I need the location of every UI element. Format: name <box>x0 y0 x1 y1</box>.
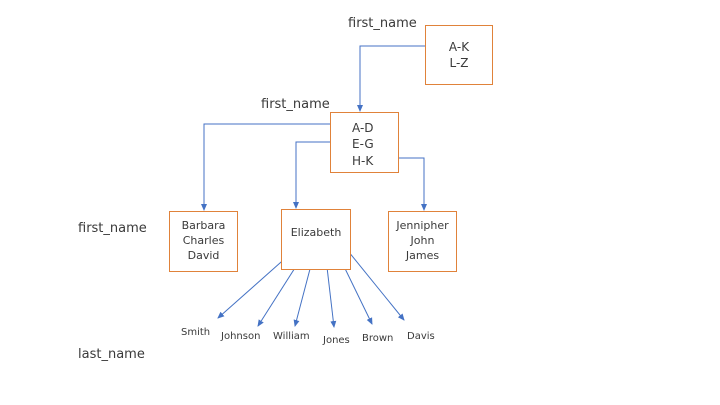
arrow-to-davis <box>343 245 405 321</box>
last-name-item: William <box>273 331 310 342</box>
leaf-value: Jennipher <box>396 219 449 233</box>
branch-key: H-K <box>352 153 374 168</box>
arrow-a-d-to-leaf <box>201 123 350 211</box>
last-name-item: Johnson <box>221 331 261 342</box>
branch-level-label: first_name <box>261 97 330 112</box>
last-name-item: Brown <box>362 333 394 344</box>
root-key: A-K <box>448 39 470 54</box>
leaf-value: Elizabeth <box>290 226 342 239</box>
leaf-value: Charles <box>182 234 225 248</box>
last-name-item: Jones <box>323 335 350 346</box>
leaf-value: John <box>410 234 435 248</box>
branch-node: A-D E-G H-K <box>330 112 399 173</box>
root-node: A-K L-Z <box>425 25 493 85</box>
branch-key: A-D <box>352 121 374 135</box>
leaf-value: Barbara <box>181 219 226 233</box>
root-level-label: first_name <box>348 16 417 31</box>
last-name-item: Smith <box>181 327 211 338</box>
leaf-value: James <box>405 248 440 262</box>
leaf-level-label: first_name <box>78 221 147 236</box>
last-name-level-label: last_name <box>78 347 145 362</box>
leaf-node: Barbara Charles David <box>169 211 238 272</box>
leaf-value: David <box>187 248 220 262</box>
branch-key: E-G <box>352 137 374 152</box>
last-name-item: Davis <box>407 331 435 342</box>
leaf-node: Jennipher John James <box>388 211 457 272</box>
root-key: L-Z <box>449 56 469 70</box>
leaf-node: Elizabeth <box>281 209 351 270</box>
arrow-root-to-branch <box>357 45 445 112</box>
